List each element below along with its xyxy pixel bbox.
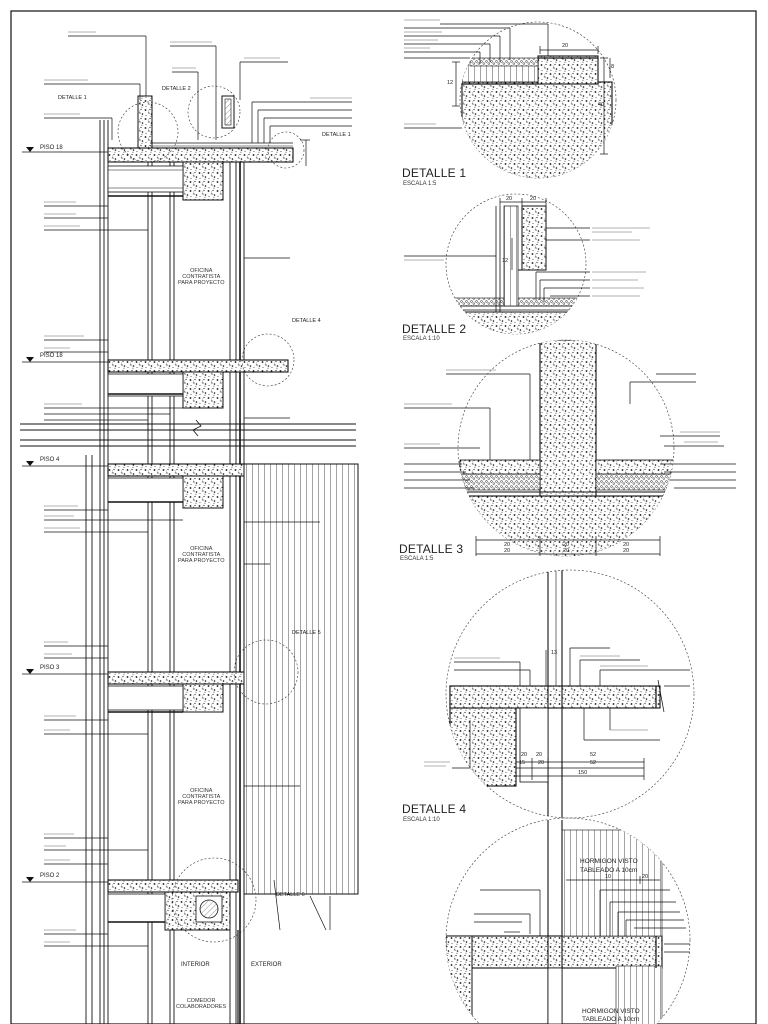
sheet-border (10, 10, 757, 1024)
dimension-label: 52 (590, 760, 597, 766)
level-label: PISO 4 (40, 457, 60, 463)
detail-5-note-bottom: HORMIGON VISTO (582, 1008, 640, 1015)
dimension-label: 20 (521, 752, 528, 758)
section-tag-detalle-5: DETALLE 5 (292, 630, 321, 636)
room-label: OFICINA CONTRATISTA PARA PROYECTO (178, 788, 225, 806)
dimension-label: 20 (504, 542, 511, 548)
wall-section (20, 31, 359, 1024)
dimension-label: 20 (642, 874, 649, 880)
detail-3-scale: ESCALA 1:5 (400, 556, 434, 562)
dimension-label: 12 (447, 80, 454, 86)
detail-5-note: TABLEADO A 10cm (580, 867, 638, 874)
room-label: OFICINA CONTRATISTA PARA PROYECTO (178, 546, 225, 564)
section-tag-detalle-4: DETALLE 4 (292, 318, 321, 324)
level-label: PISO 18 (40, 353, 63, 359)
dimension-label: 20 (530, 196, 537, 202)
exterior-label: EXTERIOR (251, 962, 282, 968)
section-tag-detalle-2: DETALLE 2 (162, 86, 191, 92)
detail-2-scale: ESCALA 1:10 (403, 336, 440, 342)
dimension-label: 13 (551, 650, 558, 656)
dimension-label: 20 (562, 43, 569, 49)
detail-4-scale: ESCALA 1:10 (403, 817, 440, 823)
level-label: PISO 3 (40, 665, 60, 671)
dimension-label: 20 (506, 196, 513, 202)
detail-2-title: DETALLE 2 (402, 322, 467, 336)
dimension-label: 20 (623, 548, 630, 554)
dimension-label: 8 (611, 64, 615, 70)
dimension-label: 20 (538, 760, 545, 766)
dimension-label: 15 (519, 760, 526, 766)
level-label: PISO 2 (40, 873, 60, 879)
section-tag-detalle-1b: DETALLE 1 (322, 132, 351, 138)
dimension-label: 20 (563, 542, 570, 548)
detail-4-drawing (424, 569, 695, 819)
detail-5-note-bottom: TABLEADO A 10cm (582, 1016, 640, 1023)
level-label: PISO 18 (40, 145, 63, 151)
room-label: COMEDOR COLABORADORES (176, 998, 227, 1010)
dimension-label: 40 (598, 102, 605, 108)
detail-3-drawing (404, 339, 736, 557)
dimension-label: 52 (590, 752, 597, 758)
dimension-label: 20 (536, 752, 543, 758)
dimension-label: 12 (502, 258, 509, 264)
room-label: OFICINA CONTRATISTA PARA PROYECTO (178, 268, 225, 286)
section-tag-detalle-6: DETALLE 6 (276, 892, 305, 898)
detail-5-note: HORMIGON VISTO (580, 858, 638, 865)
detail-5-drawing (445, 817, 691, 1024)
dimension-label: 20 (504, 548, 511, 554)
dimension-label: 20 (623, 542, 630, 548)
dimension-label: 10 (605, 874, 612, 880)
detail-3-title: DETALLE 3 (399, 542, 464, 556)
dimension-label: 20 (563, 548, 570, 554)
detail-1-title: DETALLE 1 (402, 166, 467, 180)
interior-label: INTERIOR (181, 962, 210, 968)
detail-1-scale: ESCALA 1:5 (403, 181, 437, 187)
dimension-label: 150 (578, 770, 588, 776)
detail-2-drawing (404, 193, 650, 335)
detail-4-title: DETALLE 4 (402, 802, 467, 816)
detail-1-drawing (404, 19, 617, 179)
section-tag-detalle-1: DETALLE 1 (58, 95, 87, 101)
